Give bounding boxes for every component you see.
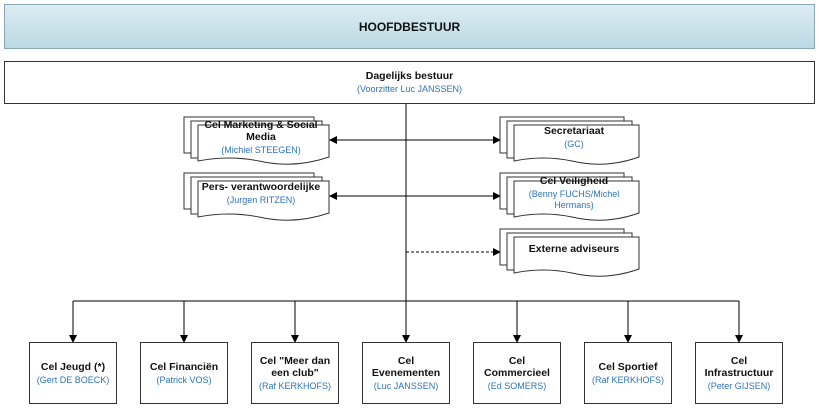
cel-veiligheid-person: (Benny FUCHS/Michel Hermans)	[528, 189, 620, 211]
cel-sportief-box: Cel Sportief (Raf KERKHOFS)	[584, 342, 672, 404]
pers-verantwoordelijke-box: Pers- verantwoordelijke (Jurgen RITZEN)	[183, 172, 330, 221]
multi-document-shape	[183, 116, 330, 165]
pers-verantwoordelijke-title: Pers- verantwoordelijke	[201, 180, 321, 193]
cel-financien-box: Cel Financiën (Patrick VOS)	[140, 342, 228, 404]
externe-adviseurs-box: Externe adviseurs	[499, 228, 640, 277]
cel-evenementen-title: Cel Evenementen	[371, 354, 441, 379]
secretariaat-person: (GC)	[564, 138, 584, 149]
cel-meer-dan-een-club-title: Cel "Meer dan een club"	[259, 354, 331, 379]
secretariaat-box: Secretariaat (GC)	[499, 116, 640, 165]
cel-meer-dan-een-club-box: Cel "Meer dan een club" (Raf KERKHOFS)	[251, 342, 339, 404]
pers-verantwoordelijke-person: (Jurgen RITZEN)	[226, 194, 296, 205]
cel-jeugd-box: Cel Jeugd (*) (Gert DE BOECK)	[29, 342, 117, 404]
cel-evenementen-person: (Luc JANSSEN)	[373, 380, 439, 391]
cel-commercieel-title: Cel Commercieel	[484, 354, 550, 379]
cel-financien-person: (Patrick VOS)	[156, 374, 212, 385]
dagelijks-bestuur-box: Dagelijks bestuur (Voorzitter Luc JANSSE…	[4, 61, 815, 104]
cel-marketing-title: Cel Marketing & Social Media	[204, 118, 318, 143]
cel-sportief-title: Cel Sportief	[598, 360, 658, 373]
cel-veiligheid-title: Cel Veiligheid	[539, 175, 609, 188]
dagelijks-bestuur-person: (Voorzitter Luc JANSSEN)	[356, 84, 463, 95]
cel-infrastructuur-person: (Peter GIJSEN)	[707, 380, 771, 391]
externe-adviseurs-title: Externe adviseurs	[528, 242, 620, 255]
cel-veiligheid-box: Cel Veiligheid (Benny FUCHS/Michel Herma…	[499, 172, 640, 221]
cel-commercieel-person: (Ed SOMERS)	[487, 380, 547, 391]
cel-commercieel-box: Cel Commercieel (Ed SOMERS)	[473, 342, 561, 404]
cel-evenementen-box: Cel Evenementen (Luc JANSSEN)	[362, 342, 450, 404]
hoofdbestuur-title: HOOFDBESTUUR	[358, 19, 461, 34]
cel-jeugd-person: (Gert DE BOECK)	[36, 374, 110, 385]
cel-infrastructuur-title: Cel Infrastructuur	[704, 354, 774, 379]
cel-financien-title: Cel Financiën	[149, 360, 219, 373]
cel-marketing-person: (Michiel STEEGEN)	[221, 144, 301, 155]
multi-document-shape	[499, 172, 640, 221]
hoofdbestuur-banner: HOOFDBESTUUR	[4, 4, 815, 49]
secretariaat-title: Secretariaat	[543, 124, 605, 137]
multi-document-shape	[499, 116, 640, 165]
multi-document-shape	[183, 172, 330, 221]
cel-infrastructuur-box: Cel Infrastructuur (Peter GIJSEN)	[695, 342, 783, 404]
dagelijks-bestuur-title: Dagelijks bestuur	[365, 70, 454, 83]
cel-meer-dan-een-club-person: (Raf KERKHOFS)	[258, 380, 331, 391]
cel-marketing-box: Cel Marketing & Social Media (Michiel ST…	[183, 116, 330, 165]
cel-sportief-person: (Raf KERKHOFS)	[591, 374, 664, 385]
cel-jeugd-title: Cel Jeugd (*)	[40, 360, 106, 373]
multi-document-shape	[499, 228, 640, 277]
